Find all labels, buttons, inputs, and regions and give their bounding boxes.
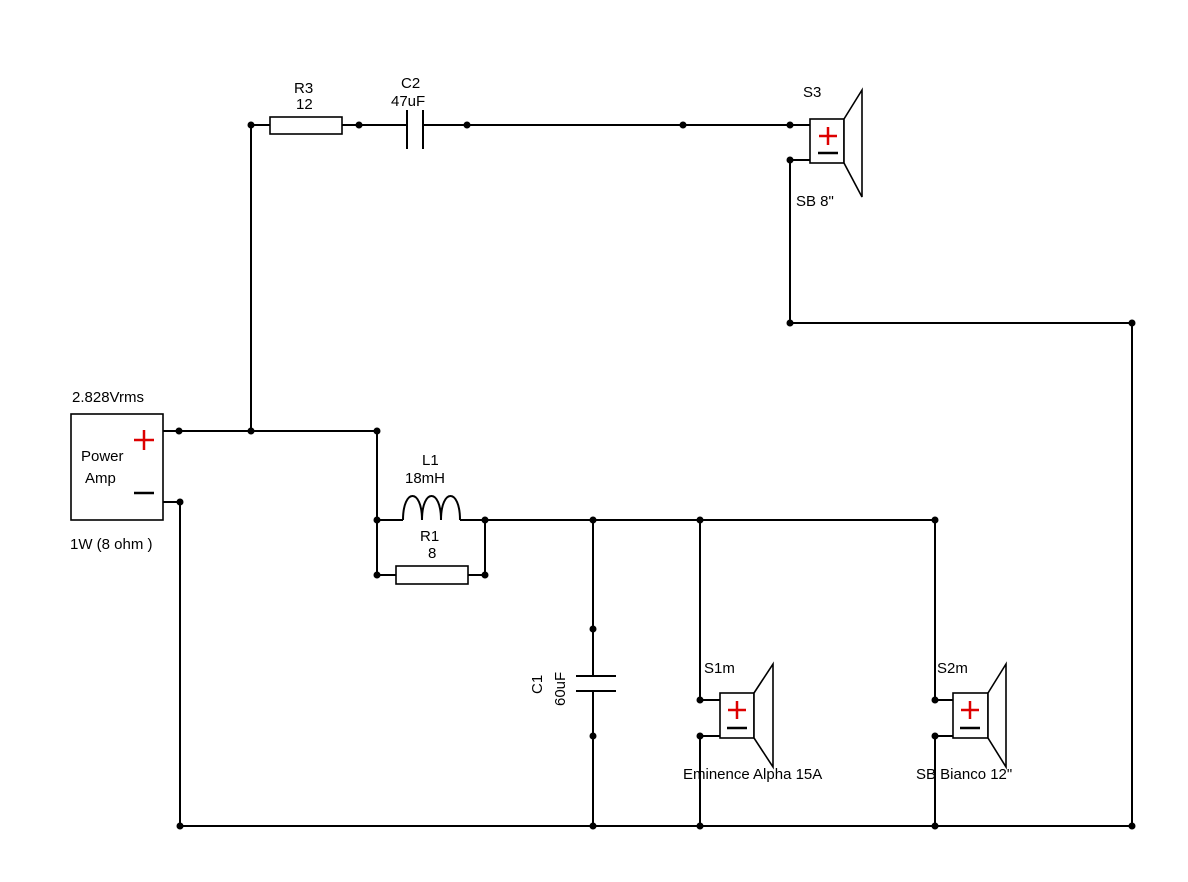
junction-dot [786,319,794,327]
junction-dot [481,571,489,579]
amp-voltage: 2.828Vrms [72,389,144,406]
r3-ref: R3 [294,80,313,97]
junction-dot [175,427,183,435]
r1-body [395,565,469,585]
junction-dot [931,732,939,740]
amp-label-line2: Amp [85,470,116,487]
amp-rating: 1W (8 ohm ) [70,536,153,553]
r3-body [269,116,343,135]
junction-dot [931,516,939,524]
junction-dot [1128,822,1136,830]
capacitor-c1[interactable]: C1 60uF [529,672,616,706]
junction-dot [373,516,381,524]
s2m-ref: S2m [937,660,968,677]
c1-ref: C1 [529,675,546,694]
junction-dot [247,121,255,129]
junction-dot [786,121,794,129]
s3-model: SB 8" [796,193,834,210]
c2-value: 47uF [391,93,425,110]
junction-dot [355,121,363,129]
speaker-s3[interactable]: S3 SB 8" [796,84,863,210]
s3-ref: S3 [803,84,821,101]
s3-cone [843,87,863,198]
c1-value: 60uF [552,672,569,706]
junction-dot [373,427,381,435]
resistor-r1[interactable]: R1 8 [395,528,469,585]
junction-dots [175,121,1136,830]
junction-dot [679,121,687,129]
junction-dot [696,696,704,704]
c2-ref: C2 [401,75,420,92]
amp-label-line1: Power [81,448,124,465]
junction-dot [696,516,704,524]
junction-dot [247,427,255,435]
s2m-cone [987,661,1007,770]
junction-dot [176,822,184,830]
wires [163,124,1133,827]
inductor-l1[interactable]: L1 18mH [402,452,461,521]
r1-value: 8 [428,545,436,562]
s2m-model: SB Bianco 12" [916,766,1012,783]
junction-dot [696,732,704,740]
resistor-r3[interactable]: R3 12 [269,80,343,135]
junction-dot [589,516,597,524]
junction-dot [786,156,794,164]
junction-dot [589,732,597,740]
junction-dot [931,696,939,704]
junction-dot [481,516,489,524]
speaker-s2m[interactable]: S2m SB Bianco 12" [916,660,1012,783]
junction-dot [463,121,471,129]
junction-dot [696,822,704,830]
r1-ref: R1 [420,528,439,545]
power-amp[interactable]: 2.828Vrms Power Amp 1W (8 ohm ) [70,389,164,553]
amp-box [70,413,164,521]
l1-coil [402,495,461,521]
junction-dot [589,822,597,830]
junction-dot [176,498,184,506]
junction-dot [931,822,939,830]
l1-ref: L1 [422,452,439,469]
l1-value: 18mH [405,470,445,487]
s1m-cone [753,661,774,770]
junction-dot [589,625,597,633]
s1m-ref: S1m [704,660,735,677]
r3-value: 12 [296,96,313,113]
speaker-s1m[interactable]: S1m Eminence Alpha 15A [683,660,822,783]
capacitor-c2[interactable]: C2 47uF [391,75,425,149]
s1m-model: Eminence Alpha 15A [683,766,822,783]
junction-dot [373,571,381,579]
junction-dot [1128,319,1136,327]
